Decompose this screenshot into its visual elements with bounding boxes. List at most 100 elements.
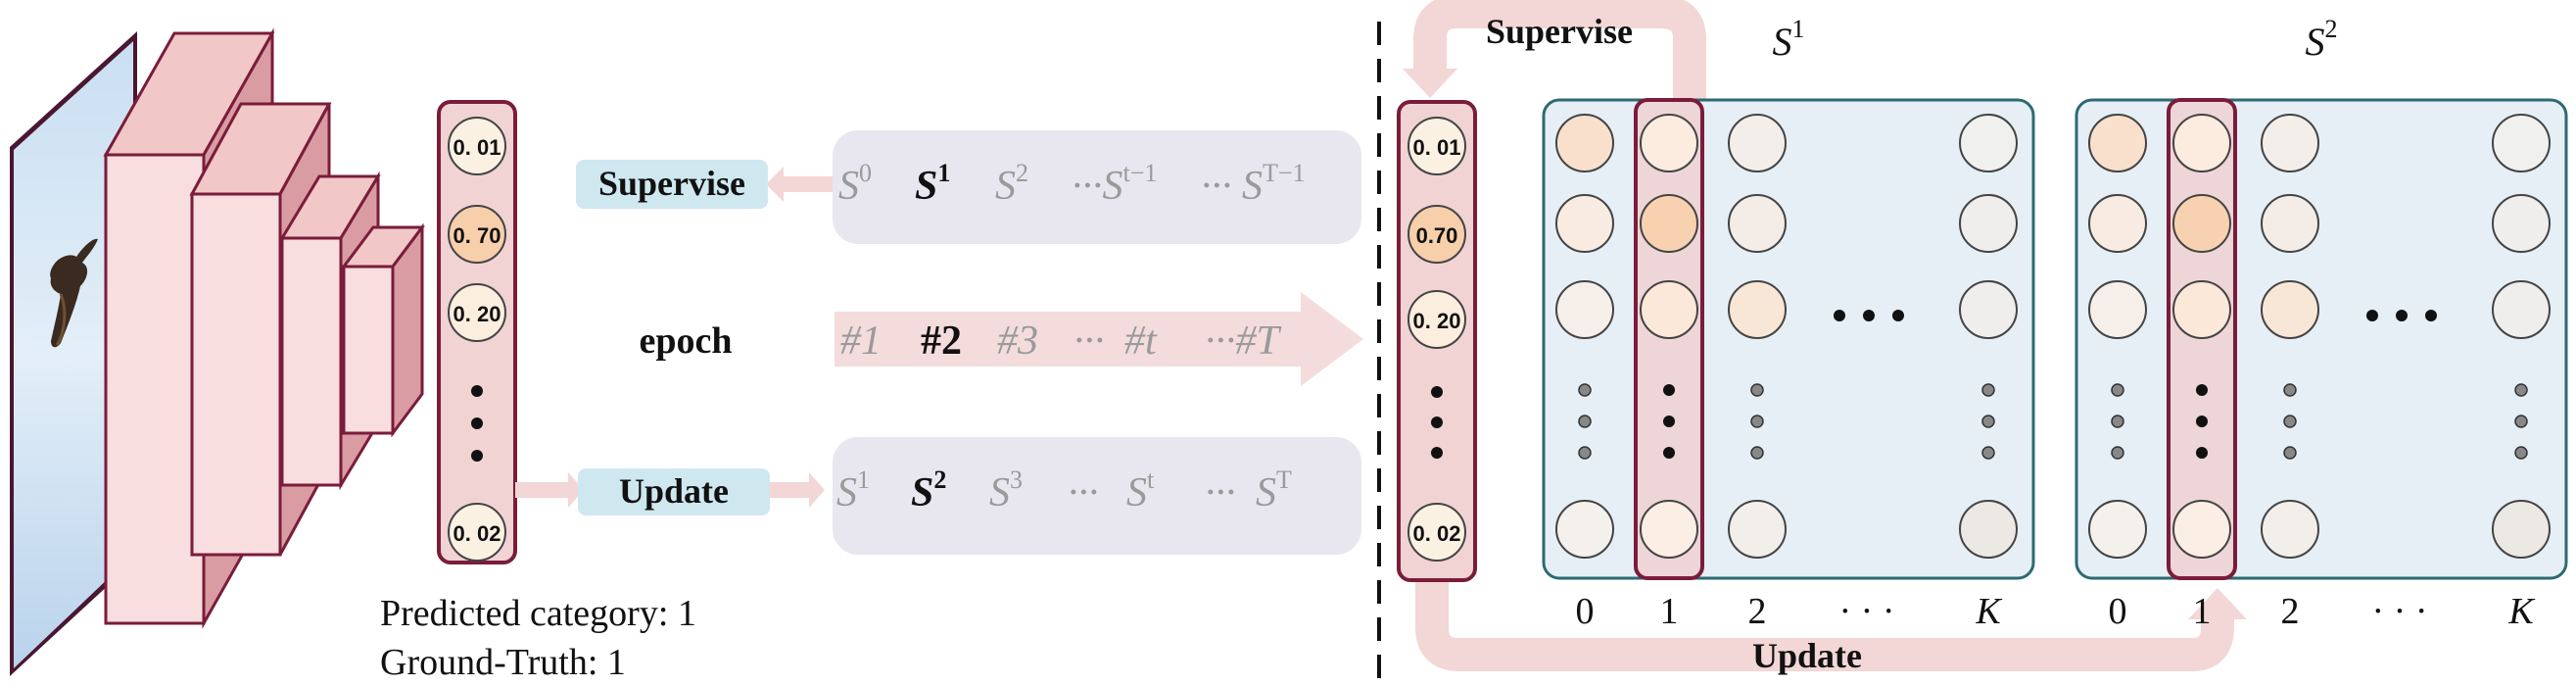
ellipsis-dot (2283, 383, 2297, 397)
seq-item: ··· (1068, 470, 1099, 515)
matrix-cell (2172, 280, 2231, 339)
prob-cell-2: 0. 20 (1407, 290, 1466, 349)
supervise-tag: Supervise (576, 160, 768, 209)
matrix-cell (1555, 194, 1614, 253)
epoch-item: #3 (997, 318, 1038, 364)
prob-cell-1: 0. 70 (448, 205, 506, 264)
update-label-right: Update (1752, 636, 1862, 675)
update-arrow-left-2 (766, 472, 825, 508)
column-label: 2 (2281, 591, 2300, 632)
ellipsis-dot (2283, 446, 2297, 460)
prob-label: 0. 20 (453, 302, 501, 326)
eagle-icon (50, 238, 98, 348)
ellipsis-dot (2283, 415, 2297, 428)
ellipsis-dot (2514, 383, 2528, 397)
matrix-cell (1555, 280, 1614, 339)
prob-label: 0. 20 (1413, 309, 1461, 333)
prob-label: 0. 01 (453, 135, 501, 160)
ellipsis-dot (2366, 310, 2378, 321)
ellipsis-dot (1578, 383, 1592, 397)
epoch-label: epoch (640, 320, 733, 362)
seq-item: ··· (1205, 470, 1236, 515)
ellipsis-dot (1578, 446, 1592, 460)
column-label: 1 (2193, 591, 2212, 632)
update-label: Update (619, 471, 729, 511)
matrix-cell (1640, 194, 1698, 253)
matrix-cell (1728, 500, 1787, 559)
ellipsis-dot (2196, 416, 2208, 427)
epoch-item: #t (1124, 318, 1158, 364)
ellipsis-dot (2111, 415, 2124, 428)
ellipsis-dot (1892, 310, 1904, 321)
matrix-cell (1959, 500, 2018, 559)
ellipsis-dot (1981, 415, 1995, 428)
matrix-cell (1640, 500, 1698, 559)
matrix-title: S1 (1773, 15, 1805, 64)
ellipsis-dot (2196, 384, 2208, 396)
matrix-cell (1728, 114, 1787, 172)
matrix-cell (2088, 114, 2147, 172)
epoch-item: ··· (1073, 318, 1105, 364)
seq-item: S2 (911, 466, 946, 515)
supervise-label: Supervise (598, 164, 745, 203)
column-label: 2 (1748, 591, 1767, 632)
updated-soft-targets-box (833, 437, 1361, 555)
ellipsis-dot (2396, 310, 2408, 321)
matrix-cell (2088, 280, 2147, 339)
matrix-cell (1555, 114, 1614, 172)
update-arrow-right (1415, 566, 2247, 671)
update-tag: Update (578, 468, 770, 515)
prob-cell-3: 0. 02 (1407, 503, 1466, 562)
ellipsis-dot (1663, 447, 1675, 459)
matrix-cell (2088, 194, 2147, 253)
matrix-cell (2261, 194, 2319, 253)
matrix-title: S2 (2306, 15, 2338, 64)
seq-item: S0 (838, 159, 872, 209)
ellipsis-dot (2514, 415, 2528, 428)
epoch-item: #1 (840, 318, 882, 364)
matrix-cell (2261, 114, 2319, 172)
ellipsis-dot (2425, 310, 2437, 321)
column-label: 1 (1660, 591, 1679, 632)
ellipsis-dot (1750, 383, 1764, 397)
ellipsis-dot (1750, 446, 1764, 460)
matrix-cell (1728, 280, 1787, 339)
matrix-cell (1555, 500, 1614, 559)
prob-label: 0. 01 (1413, 135, 1461, 160)
matrix-panel (2075, 98, 2568, 580)
cnn-backbone (103, 27, 425, 629)
prediction-vector-right: 0. 01 0.70 0. 20 0. 02 (1397, 100, 1477, 582)
column-label: · · · (2372, 591, 2428, 632)
past-soft-targets-box (833, 130, 1361, 244)
ellipsis-dot (1863, 310, 1875, 321)
ellipsis-dot (1981, 383, 1995, 397)
matrix-cell (1959, 194, 2018, 253)
epoch-sequence: #1 #2 #3 ··· #t ···#T (840, 318, 1282, 364)
supervise-label-right: Supervise (1486, 12, 1633, 51)
prob-cell-0: 0. 01 (448, 117, 506, 175)
ellipsis-dot (2196, 447, 2208, 459)
ellipsis-dot (471, 385, 483, 397)
matrix-cell (2172, 114, 2231, 172)
column-label: K (1975, 591, 2002, 632)
prob-label: 0. 02 (1413, 521, 1461, 546)
ellipsis-dot (1663, 384, 1675, 396)
ellipsis-dot (1431, 416, 1443, 428)
seq-item: S2 (995, 159, 1028, 209)
ellipsis-dot (471, 417, 483, 429)
epoch-item: ···#T (1205, 318, 1282, 364)
epoch-item: #2 (921, 318, 962, 364)
matrix-cell (2261, 280, 2319, 339)
seq-item: ST (1256, 466, 1292, 515)
matrix-cell (2492, 280, 2551, 339)
matrix-cell (1959, 280, 2018, 339)
ellipsis-dot (1750, 415, 1764, 428)
matrix-cell (2172, 500, 2231, 559)
matrix-cell (1959, 114, 2018, 172)
cnn-layer-4 (341, 222, 425, 438)
epoch-arrow (835, 292, 1363, 386)
seq-item: St (1126, 466, 1155, 515)
